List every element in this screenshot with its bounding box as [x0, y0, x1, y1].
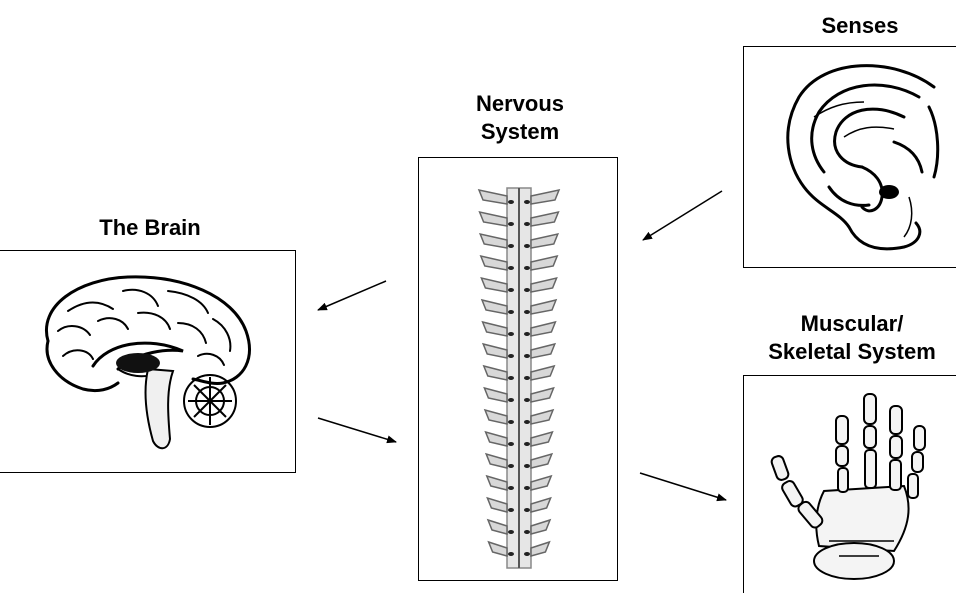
arrow-senses-to-nervous	[643, 191, 722, 240]
arrow-nervous-to-brain	[318, 281, 386, 310]
arrow-nervous-to-skeletal	[640, 473, 726, 500]
arrow-brain-to-nervous	[318, 418, 396, 442]
